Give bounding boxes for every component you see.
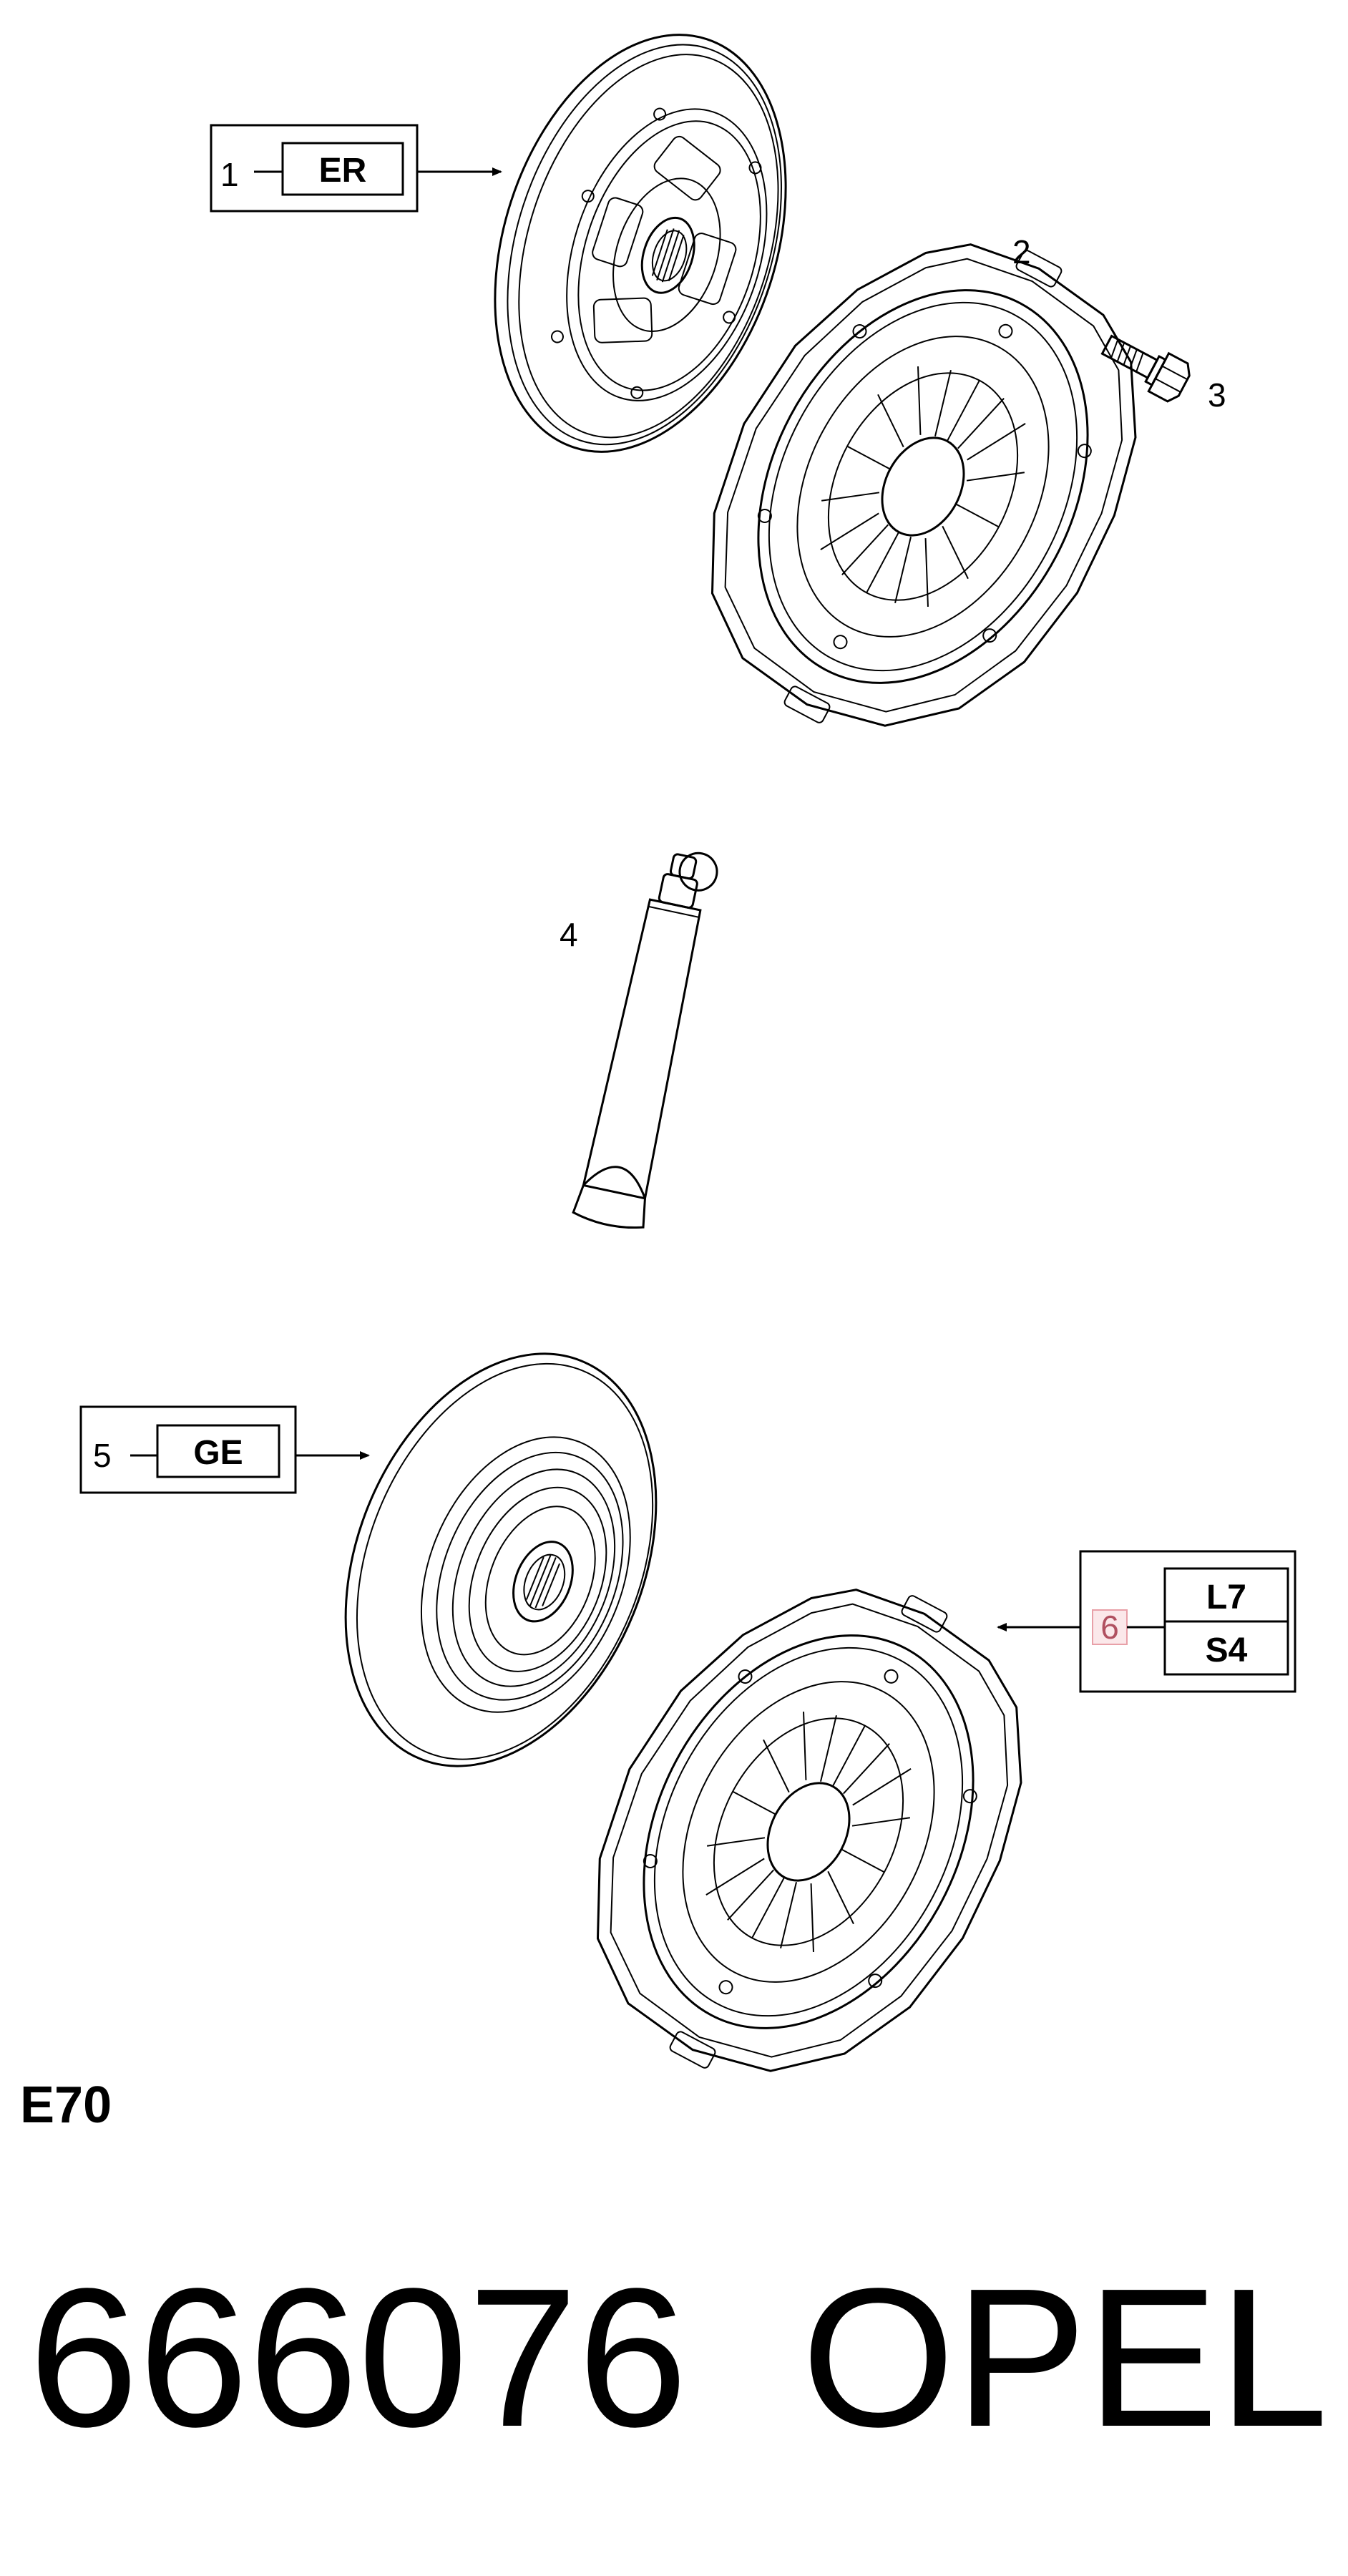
callout-5-code: GE (193, 1434, 243, 1472)
callout-3-number[interactable]: 3 (1208, 376, 1226, 414)
grease-tube-4-icon (572, 852, 718, 1229)
bolt-3-icon (1100, 334, 1191, 403)
callout-1-code: ER (319, 152, 367, 190)
callout-6-code-2: S4 (1206, 1631, 1248, 1669)
callout-6-highlight (1092, 1609, 1128, 1645)
part-number: 666076 (29, 2248, 688, 2468)
callout-1[interactable]: 1 ER (210, 124, 502, 213)
clutch-disc-5-icon (344, 1352, 658, 1767)
clutch-disc-1-icon (494, 34, 787, 453)
callout-1-number: 1 (220, 156, 239, 193)
pressure-plate-2-icon (710, 243, 1137, 727)
callout-6-number: 6 (1100, 1609, 1119, 1646)
pressure-plate-6-icon (596, 1589, 1022, 2072)
callout-4-number[interactable]: 4 (560, 916, 578, 953)
brand-name: OPEL (801, 2248, 1328, 2468)
callout-6[interactable]: 6 L7 S4 (997, 1550, 1296, 1693)
callout-6-code-1: L7 (1206, 1579, 1246, 1616)
callout-5-number: 5 (93, 1437, 112, 1474)
callout-2-number[interactable]: 2 (1012, 233, 1031, 270)
callout-5[interactable]: 5 GE (79, 1405, 370, 1494)
engine-code: E70 (20, 2077, 112, 2134)
